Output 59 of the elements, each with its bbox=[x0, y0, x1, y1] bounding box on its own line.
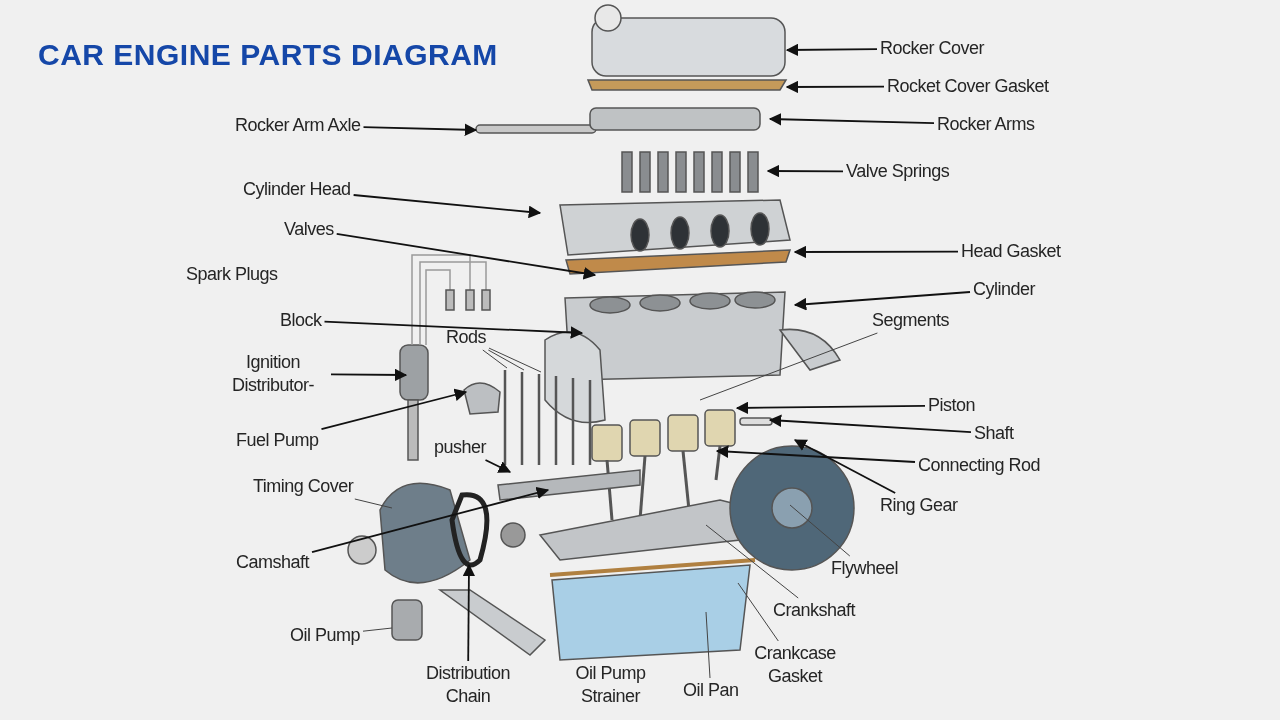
part-label: Rocker Cover bbox=[880, 37, 985, 60]
leader-line bbox=[735, 401, 926, 415]
part-label: Rods bbox=[446, 326, 487, 349]
part-label: Block bbox=[280, 309, 322, 332]
part-label: Valves bbox=[284, 218, 334, 241]
leader-line bbox=[352, 194, 542, 219]
leader-line bbox=[785, 43, 878, 57]
part-label: pusher bbox=[434, 436, 487, 459]
leader-line bbox=[323, 320, 584, 339]
leader-line bbox=[705, 524, 799, 599]
part-label: Oil Pump Strainer bbox=[574, 662, 647, 708]
leader-line bbox=[793, 439, 897, 494]
part-label: Cylinder bbox=[973, 278, 1036, 301]
leader-line bbox=[715, 445, 916, 463]
part-label: Camshaft bbox=[236, 551, 310, 574]
leader-line bbox=[785, 80, 885, 94]
part-label: Crankshaft bbox=[773, 599, 856, 622]
part-label: Spark Plugs bbox=[186, 263, 278, 286]
leader-line bbox=[487, 349, 525, 371]
part-label: Fuel Pump bbox=[236, 429, 319, 452]
part-label: Shaft bbox=[974, 422, 1014, 445]
leader-line bbox=[766, 164, 844, 178]
leader-line bbox=[482, 349, 508, 369]
leader-line bbox=[793, 245, 959, 259]
part-label: Rocket Cover Gasket bbox=[887, 75, 1049, 98]
leader-line bbox=[320, 388, 468, 430]
part-label: Oil Pump bbox=[290, 624, 361, 647]
part-label: Segments bbox=[872, 309, 950, 332]
leader-line bbox=[789, 504, 851, 557]
leader-line bbox=[362, 627, 393, 632]
part-label: Distribution Chain bbox=[413, 662, 523, 708]
part-label: Oil Pan bbox=[683, 679, 739, 702]
part-label: Rocker Arms bbox=[937, 113, 1035, 136]
part-label: Ring Gear bbox=[880, 494, 958, 517]
leader-line bbox=[705, 611, 711, 679]
leader-line bbox=[484, 459, 512, 473]
part-label: Cylinder Head bbox=[243, 178, 351, 201]
leader-line bbox=[362, 123, 478, 136]
leader-line bbox=[462, 563, 476, 662]
part-label: Connecting Rod bbox=[918, 454, 1041, 477]
part-label: Head Gasket bbox=[961, 240, 1061, 263]
leader-line bbox=[335, 233, 597, 280]
part-label: Flywheel bbox=[831, 557, 899, 580]
leader-line bbox=[488, 347, 542, 373]
leader-line bbox=[793, 291, 971, 311]
part-label: Rocker Arm Axle bbox=[235, 114, 361, 137]
leader-line bbox=[330, 368, 408, 382]
part-label: Crankcase Gasket bbox=[745, 642, 845, 688]
part-label: Piston bbox=[928, 394, 976, 417]
leader-line bbox=[699, 332, 878, 401]
leader-line bbox=[311, 486, 550, 553]
title: CAR ENGINE PARTS DIAGRAM bbox=[38, 38, 498, 72]
part-label: Timing Cover bbox=[253, 475, 354, 498]
part-label: Valve Springs bbox=[846, 160, 950, 183]
leader-line bbox=[737, 582, 779, 642]
leader-line bbox=[354, 498, 393, 509]
leader-line bbox=[768, 414, 972, 433]
part-label: Ignition Distributor- bbox=[218, 351, 328, 397]
leader-line bbox=[768, 113, 935, 126]
